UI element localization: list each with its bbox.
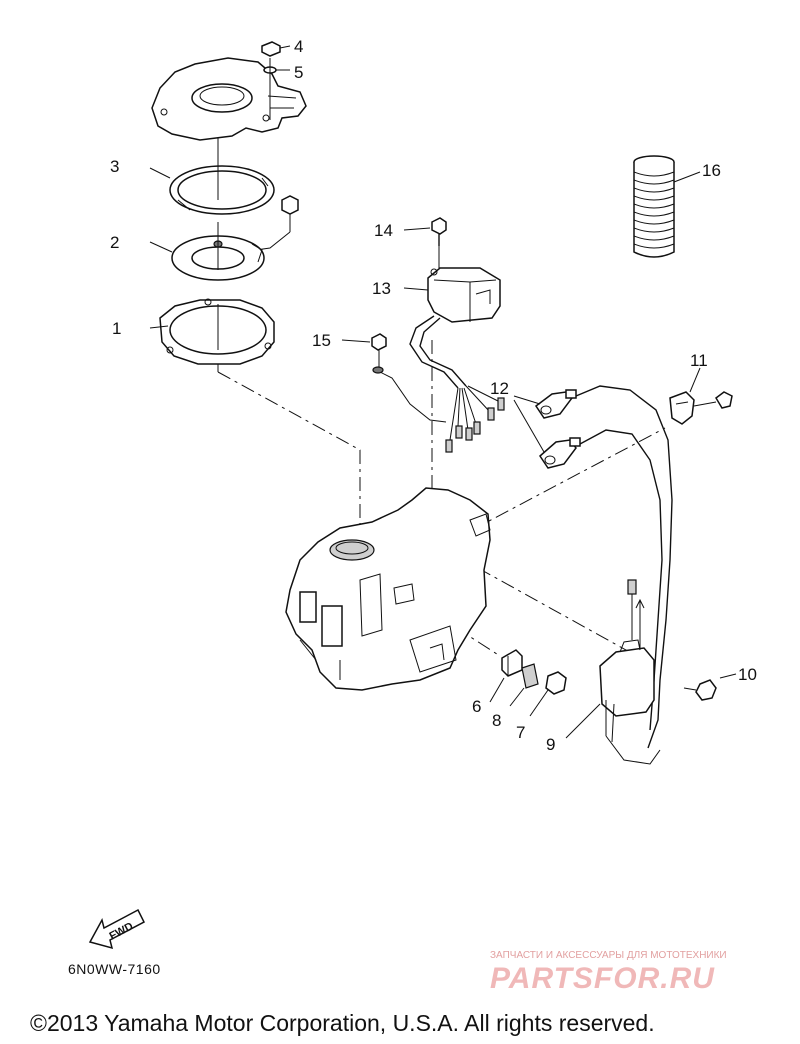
callout-13: 13 — [372, 279, 391, 298]
spacer-8-part — [521, 663, 539, 689]
callout-16: 16 — [702, 161, 721, 180]
bolt-10-part — [683, 679, 717, 701]
watermark-logo: PARTSFOR.RU — [490, 962, 715, 995]
sleeve-16-part — [633, 155, 675, 258]
callout-14: 14 — [374, 221, 393, 240]
base-ring-1-part — [159, 298, 275, 365]
plug-cap-12b-part — [539, 437, 581, 469]
ring-3-part — [169, 165, 275, 215]
stator-cover-part — [151, 57, 307, 141]
callout-4: 4 — [294, 37, 303, 56]
callout-6: 6 — [472, 697, 481, 716]
callout-9: 9 — [546, 735, 555, 754]
bolt-11-part — [693, 391, 733, 409]
clip-6-part — [501, 649, 523, 677]
callout-5: 5 — [294, 63, 303, 82]
fwd-arrow-icon: FWD — [88, 908, 145, 950]
engine-block-part — [285, 487, 491, 691]
screw-14-part — [431, 217, 447, 246]
screw-15-part — [371, 333, 387, 368]
callout-8: 8 — [492, 711, 501, 730]
plug-cap-12a-part — [534, 389, 577, 419]
callout-12: 12 — [490, 379, 509, 398]
screw-4-part — [261, 41, 281, 57]
callout-7: 7 — [516, 723, 525, 742]
ht-leads-part — [575, 385, 673, 749]
callout-10: 10 — [738, 665, 757, 684]
callout-3: 3 — [110, 157, 119, 176]
copyright-notice: ©2013 Yamaha Motor Corporation, U.S.A. A… — [30, 1010, 655, 1036]
diagram-code: 6N0WW-7160 — [68, 961, 161, 977]
screw-7-part — [545, 671, 567, 695]
callout-2: 2 — [110, 233, 119, 252]
wire-harness-part — [372, 315, 505, 453]
callout-11: 11 — [690, 351, 708, 370]
watermark-tagline: ЗАПЧАСТИ И АКСЕССУАРЫ ДЛЯ МОТОТЕХНИКИ — [490, 950, 727, 961]
cdi-unit-13-part — [427, 267, 501, 323]
bracket-11-part — [669, 391, 695, 425]
ignition-coil-9-part — [599, 579, 661, 765]
callout-1: 1 — [112, 319, 121, 338]
callout-15: 15 — [312, 331, 331, 350]
